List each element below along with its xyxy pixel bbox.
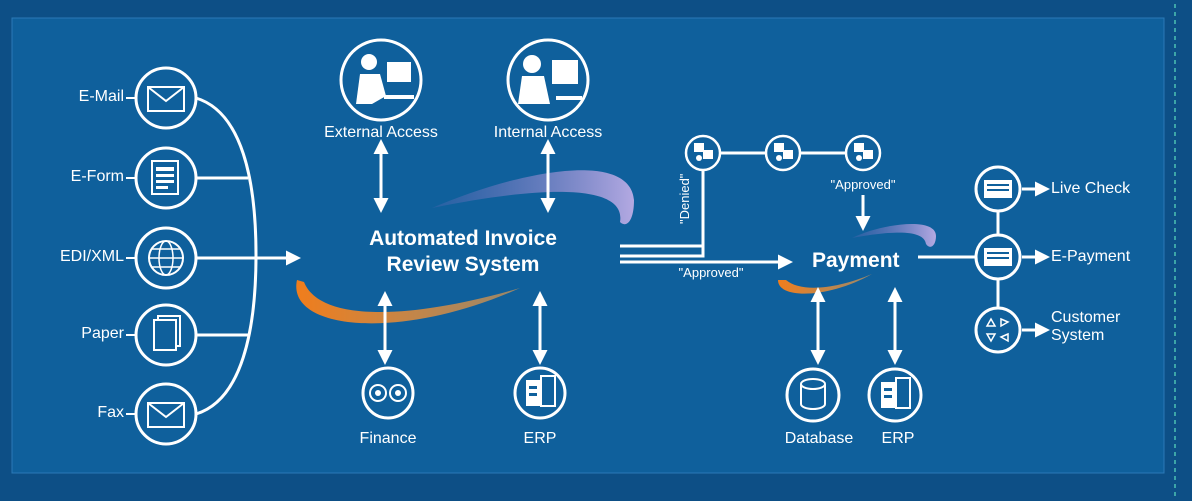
check-card-icon [974, 233, 1022, 281]
output-label-customer: Customer [1051, 309, 1121, 326]
external-access-label: External Access [324, 124, 438, 141]
diagram-panel [11, 17, 1165, 474]
purple-swoosh-small [852, 223, 936, 247]
check-card-icon [974, 165, 1022, 213]
workstation-icon [684, 134, 722, 172]
workflow-icon [974, 306, 1022, 354]
output-connectors [918, 181, 1050, 338]
approved-top-label: "Approved" [830, 177, 896, 192]
input-label-edi-xml: EDI/XML [59, 248, 124, 265]
orange-swoosh-small [778, 274, 872, 294]
finance-label: Finance [359, 430, 417, 447]
internal-access-label: Internal Access [493, 124, 603, 141]
output-label-e-payment: E-Payment [1051, 248, 1131, 265]
input-label-eform: E-Form [70, 168, 124, 185]
input-bracket [195, 96, 301, 416]
form-document-icon [134, 146, 198, 210]
approved-bottom-label: "Approved" [678, 265, 744, 280]
envelope-icon [134, 382, 198, 446]
database-label: Database [784, 430, 854, 447]
person-at-computer-icon [339, 38, 423, 122]
output-label-live-check: Live Check [1051, 180, 1131, 197]
purple-swoosh [432, 170, 634, 225]
input-connectors [126, 97, 136, 415]
review-system-line1: Automated Invoice [369, 227, 557, 250]
output-label-system: System [1051, 327, 1105, 345]
output-label-customer-system: Customer System [1051, 309, 1120, 346]
orange-swoosh [296, 280, 520, 324]
review-system-line2: Review System [386, 253, 540, 277]
input-label-paper: Paper [81, 325, 124, 342]
payment-label: Payment [812, 249, 900, 272]
workstation-icon [764, 134, 802, 172]
review-erp-label: ERP [523, 430, 557, 447]
finance-icon [361, 366, 415, 420]
envelope-icon [134, 66, 198, 130]
server-rack-icon [867, 367, 923, 423]
server-rack-icon [513, 366, 567, 420]
review-system-title: Automated Invoice Review System [369, 226, 557, 279]
input-label-email: E-Mail [78, 88, 124, 105]
database-icon [785, 367, 841, 423]
denied-label: "Denied" [677, 173, 692, 224]
person-at-computer-icon [506, 38, 590, 122]
input-label-fax: Fax [97, 404, 124, 421]
paper-stack-icon [134, 303, 198, 367]
workstation-icon [844, 134, 882, 172]
globe-icon [134, 226, 198, 290]
payment-erp-label: ERP [881, 430, 915, 447]
